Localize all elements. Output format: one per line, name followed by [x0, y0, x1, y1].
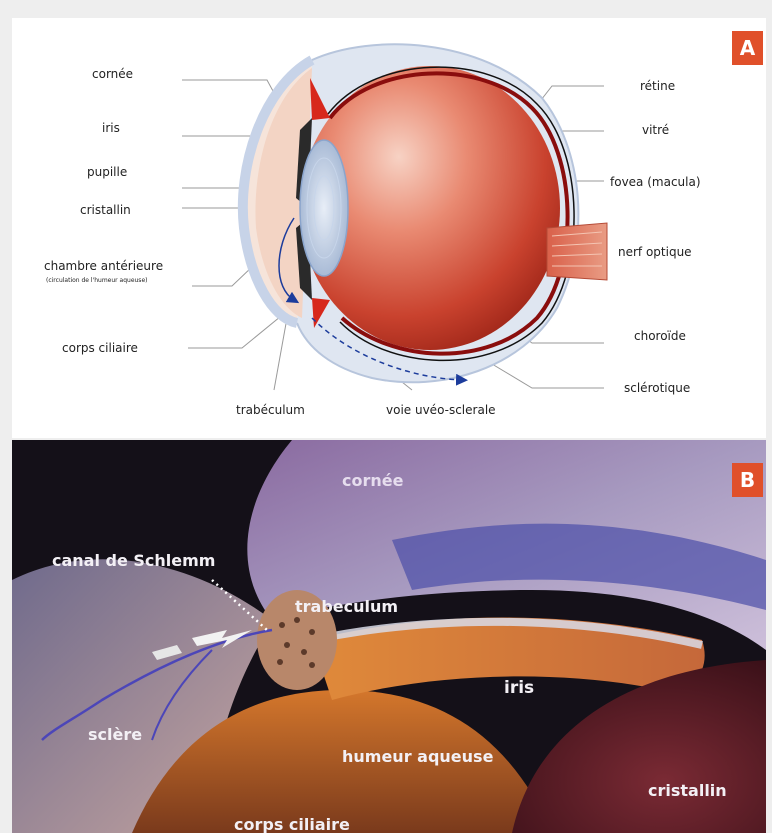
label-retina: rétine [640, 79, 675, 93]
label-vitreous: vitré [642, 123, 669, 137]
label-trabeculum: trabéculum [236, 403, 305, 417]
label-ciliary-b: corps ciliaire [234, 815, 350, 833]
label-iris: iris [102, 121, 120, 135]
label-choroid: choroïde [634, 329, 686, 343]
eye-cross-section: cornée iris pupille cristallin chambre a… [12, 18, 766, 438]
label-cornea: cornée [92, 67, 133, 81]
label-uveoscleral: voie uvéo-sclerale [386, 403, 496, 417]
lens-region [512, 660, 766, 833]
label-iris-b: iris [504, 678, 534, 698]
label-trabeculum-b: trabeculum [295, 597, 398, 616]
label-fovea: fovea (macula) [610, 175, 701, 189]
label-lens: cristallin [80, 203, 131, 217]
label-anterior-chamber-note: (circulation de l'humeur aqueuse) [46, 277, 147, 284]
label-optic-nerve: nerf optique [618, 245, 692, 259]
label-pupil: pupille [87, 165, 127, 179]
optic-nerve-shape [547, 223, 607, 280]
drainage-angle-illustration: cornée canal de Schlemm trabeculum iris … [12, 440, 766, 833]
label-sclera-b: sclère [88, 725, 142, 744]
label-anterior-chamber: chambre antérieure [44, 259, 163, 273]
panel-b-drainage-illustration: cornée canal de Schlemm trabeculum iris … [12, 440, 766, 833]
panel-a-eye-diagram: cornée iris pupille cristallin chambre a… [12, 18, 766, 438]
label-cornea-b: cornée [342, 471, 404, 490]
label-aqueous: humeur aqueuse [342, 747, 494, 766]
label-schlemm: canal de Schlemm [52, 551, 215, 570]
panel-a-badge: A [732, 31, 763, 65]
panel-b-badge: B [732, 463, 763, 497]
label-lens-b: cristallin [648, 781, 727, 800]
label-ciliary-body: corps ciliaire [62, 341, 138, 355]
label-sclera: sclérotique [624, 381, 690, 395]
